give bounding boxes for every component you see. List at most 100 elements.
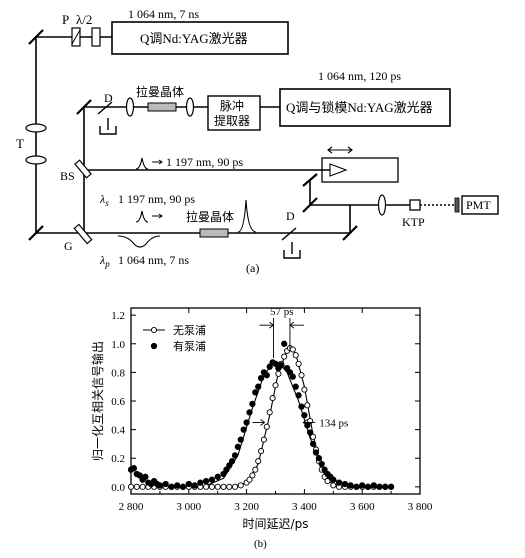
data-point-with-pump [376, 483, 383, 490]
data-point-no-pump [252, 466, 259, 473]
data-point-with-pump [278, 362, 285, 369]
y-tick-label: 0.4 [111, 425, 125, 437]
caption-b: (b) [254, 538, 267, 550]
data-point-with-pump [364, 483, 372, 490]
data-point-with-pump [246, 409, 253, 416]
data-point-with-pump [341, 480, 349, 488]
raman-crystal-top-label: 拉曼晶体 [136, 84, 184, 99]
data-point-no-pump [289, 346, 296, 353]
data-point-with-pump [335, 479, 343, 486]
data-point-no-pump [258, 448, 265, 455]
data-point-with-pump [156, 482, 164, 489]
y-tick-label: 0.6 [111, 396, 125, 408]
data-point-with-pump [283, 364, 291, 372]
data-point-no-pump [269, 395, 276, 402]
data-point-no-pump [139, 483, 146, 490]
data-point-with-pump [370, 482, 377, 489]
lens-ktp [377, 194, 387, 216]
halfwave-label: λ/2 [76, 12, 92, 27]
data-point-no-pump [226, 483, 233, 490]
data-point-with-pump [185, 480, 192, 488]
legend-label-no-pump: 无泵浦 [173, 324, 206, 337]
data-point-with-pump [289, 373, 296, 380]
data-point-no-pump [298, 372, 305, 379]
lambda-p-label: 1 064 nm, 7 ns [118, 253, 189, 267]
halfwave-plate [91, 27, 101, 47]
data-point-with-pump [257, 374, 265, 382]
data-point-with-pump [136, 472, 143, 479]
delay-stage-box [321, 157, 399, 183]
data-point-with-pump [263, 372, 270, 379]
y-tick-label: 0.8 [111, 367, 125, 379]
mirror-inner-top [76, 99, 92, 115]
pulse-picker-label-2: 提取器 [214, 113, 250, 128]
x-tick-label: 3 400 [292, 501, 317, 513]
g-label: G [64, 239, 73, 253]
annotation-134-arrowhead-right [302, 419, 308, 426]
data-point-with-pump [179, 483, 187, 490]
caption-a: (a) [246, 261, 259, 275]
y-tick-label: 0.2 [111, 453, 125, 465]
mirrors [28, 29, 358, 241]
data-point-with-pump [142, 473, 149, 480]
detector-bottom-element [281, 227, 301, 259]
legend-label-with-pump: 有泵浦 [173, 339, 206, 353]
x-tick-label: 3 800 [408, 501, 433, 513]
data-point-with-pump [174, 482, 181, 489]
data-point-with-pump [202, 477, 210, 485]
data-point-no-pump [231, 483, 239, 490]
data-point-no-pump [263, 423, 270, 430]
data-point-no-pump [208, 483, 215, 490]
data-point-no-pump [292, 352, 299, 359]
detector-top-element [97, 101, 117, 135]
bs-label: BS [60, 169, 75, 183]
laser1-spec: 1 064 nm, 7 ns [128, 7, 199, 21]
data-point-no-pump [260, 436, 267, 443]
annotation-57-arrowhead-left [269, 321, 275, 329]
data-point-with-pump [168, 483, 175, 490]
data-point-with-pump [223, 466, 230, 473]
data-point-no-pump [330, 482, 337, 489]
data-point-no-pump [255, 458, 262, 465]
data-point-with-pump [286, 369, 294, 376]
output-pulse-icon [237, 199, 257, 233]
data-point-with-pump [307, 429, 314, 436]
pulse-picker-label-1: 脉冲 [220, 98, 244, 113]
fit-curve-no-pump [131, 347, 392, 488]
raman-crystal-top-element [147, 102, 177, 112]
ktp-label: KTP [402, 215, 425, 229]
mirror-top-left [28, 29, 44, 45]
data-point-with-pump [295, 392, 302, 399]
data-point-with-pump [255, 383, 262, 390]
data-point-no-pump [310, 433, 317, 440]
x-tick-label: 3 600 [350, 501, 375, 513]
pmt-box [461, 195, 499, 215]
data-point-no-pump [295, 360, 302, 367]
data-point-with-pump [220, 470, 227, 478]
polarizer-slash [71, 29, 81, 45]
data-point-with-pump [197, 479, 204, 486]
data-point-with-pump [234, 443, 242, 450]
telescope-label: T [16, 136, 24, 151]
data-point-with-pump [359, 482, 366, 489]
legend-marker-with-pump [150, 342, 158, 350]
detector-bottom-label: D [286, 209, 295, 223]
raman-crystal-bottom-element [199, 228, 229, 238]
y-tick-label: 1.0 [111, 339, 125, 351]
ktp-crystal [409, 199, 421, 211]
data-point-with-pump [330, 476, 337, 483]
data-point-with-pump [387, 483, 395, 490]
arrow-right-icon [152, 159, 163, 219]
data-point-with-pump [353, 483, 360, 490]
y-tick-label: 0.0 [111, 482, 125, 494]
data-point-no-pump [214, 483, 221, 490]
data-point-with-pump [240, 426, 247, 433]
telescope-lens-2 [25, 155, 47, 165]
data-point-no-pump [237, 482, 244, 489]
data-point-with-pump [321, 466, 328, 473]
data-point-with-pump [231, 452, 239, 459]
detector-top-label: D [104, 91, 113, 105]
data-point-no-pump [203, 483, 210, 490]
annotation-57-arrowhead-right [289, 321, 295, 329]
x-axis-label: 时间延迟/ps [243, 517, 309, 531]
